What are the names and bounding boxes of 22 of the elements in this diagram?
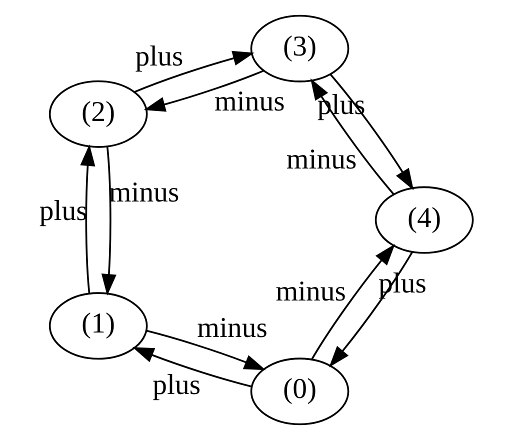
edge-label: plus (135, 40, 184, 73)
edge-label: plus (152, 368, 201, 401)
node-ellipse: (3) (250, 14, 350, 82)
arrow (329, 252, 413, 368)
arrow (310, 78, 394, 195)
node-ellipse: (2) (48, 80, 148, 148)
edge-label: plus (39, 194, 88, 227)
node-ellipse: (4) (374, 186, 474, 254)
arrow (132, 347, 252, 388)
node-ellipse: (1) (48, 292, 148, 360)
edge-label: minus (276, 275, 346, 308)
arrow (80, 144, 96, 294)
edge-label: minus (286, 143, 357, 176)
edge-label: minus (197, 312, 268, 344)
arrow (146, 330, 266, 370)
edge-label: minus (214, 86, 285, 118)
arrow (134, 50, 254, 93)
arrow (144, 70, 264, 112)
arrow (311, 244, 396, 360)
arrow (330, 74, 414, 190)
node-ellipse: (0) (250, 358, 350, 426)
arrow (101, 146, 116, 296)
